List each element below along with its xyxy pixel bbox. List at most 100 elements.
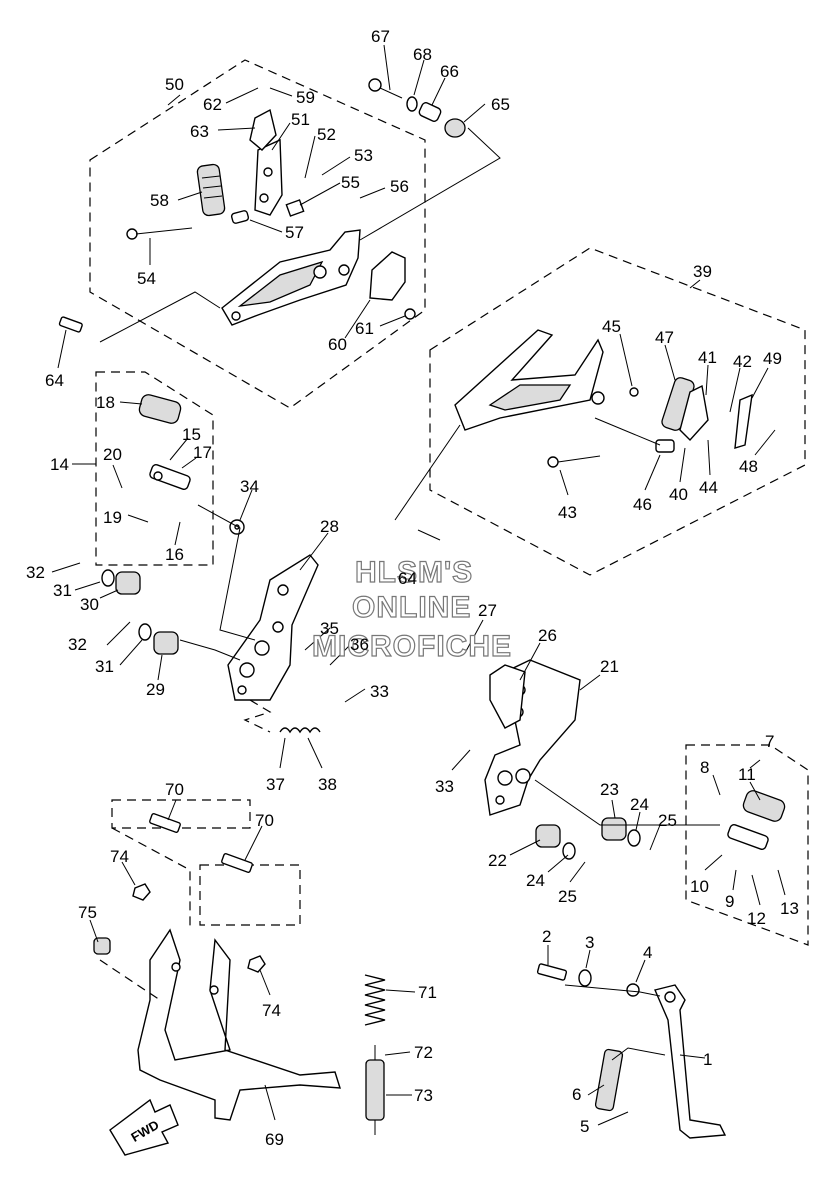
callout-13: 13 xyxy=(780,899,799,918)
callout-4: 4 xyxy=(643,943,652,962)
callout-60: 60 xyxy=(328,335,347,354)
callout-31a: 31 xyxy=(53,581,72,600)
callout-11: 11 xyxy=(738,765,756,784)
bolt-61 xyxy=(404,308,416,320)
footrest-arm-40 xyxy=(679,384,709,442)
washer-3 xyxy=(578,969,592,987)
callouts: 1 2 3 4 5 6 7 8 9 10 11 12 13 14 15 16 1… xyxy=(26,27,799,1149)
callout-50: 50 xyxy=(165,75,184,94)
callout-20: 20 xyxy=(103,445,122,464)
bolt-2 xyxy=(536,963,568,981)
nut-45 xyxy=(629,387,639,397)
callout-3: 3 xyxy=(585,933,594,952)
pin-57 xyxy=(230,210,250,224)
group-box-50 xyxy=(89,59,426,409)
damper-30 xyxy=(115,571,141,595)
collar-66 xyxy=(418,102,442,122)
callout-72: 72 xyxy=(414,1043,433,1062)
footrest-arm-51 xyxy=(254,138,283,216)
bolt-43 xyxy=(547,455,601,468)
callout-16: 16 xyxy=(165,545,184,564)
callout-57: 57 xyxy=(285,223,304,242)
callout-42: 42 xyxy=(733,352,752,371)
watermark-line-3: MICROFICHE xyxy=(312,630,512,663)
watermark-line-1: HLSM'S xyxy=(355,556,473,589)
footrest-rubber-11 xyxy=(742,790,786,822)
callout-27: 27 xyxy=(478,601,497,620)
footrest-peg-58 xyxy=(196,163,226,217)
callout-64b: 64 xyxy=(398,569,417,588)
spring-6 xyxy=(594,1048,624,1112)
callout-38: 38 xyxy=(318,775,337,794)
callout-59: 59 xyxy=(296,88,315,107)
bolt-70b xyxy=(221,853,253,873)
callout-70a: 70 xyxy=(165,780,184,799)
callout-65: 65 xyxy=(491,95,510,114)
collar-46 xyxy=(655,439,675,453)
spring-37-38 xyxy=(279,727,321,734)
bolt-67 xyxy=(368,78,403,99)
callout-33b: 33 xyxy=(435,777,454,796)
group-box-14 xyxy=(95,371,214,566)
bolt-54 xyxy=(126,227,193,240)
spring-73 xyxy=(365,1045,385,1135)
callout-53: 53 xyxy=(354,146,373,165)
washer-34 xyxy=(229,519,245,535)
callout-30: 30 xyxy=(80,595,99,614)
callout-21: 21 xyxy=(600,657,619,676)
nut-74b xyxy=(247,955,266,973)
callout-31b: 31 xyxy=(95,657,114,676)
washer-31b xyxy=(138,623,152,641)
footrest-front-right xyxy=(727,824,769,850)
callout-17: 17 xyxy=(193,443,212,462)
callout-8: 8 xyxy=(700,758,709,777)
callout-19: 19 xyxy=(103,508,122,527)
callout-28: 28 xyxy=(320,517,339,536)
callout-14: 14 xyxy=(50,455,69,474)
callout-63: 63 xyxy=(190,122,209,141)
damper-29 xyxy=(153,631,179,655)
group-box-7 xyxy=(685,744,809,946)
callout-73: 73 xyxy=(414,1086,433,1105)
rear-footrest-bracket-right xyxy=(454,329,605,431)
bumper-75 xyxy=(93,937,111,955)
callout-71: 71 xyxy=(418,983,437,1002)
plate-26 xyxy=(489,664,526,729)
callout-44: 44 xyxy=(699,478,718,497)
footrest-bracket-28 xyxy=(227,554,319,701)
watermark-line-2: ONLINE xyxy=(352,591,471,624)
callout-43: 43 xyxy=(558,503,577,522)
fwd-arrow-icon: FWD xyxy=(109,1098,179,1156)
callout-25b: 25 xyxy=(558,887,577,906)
callout-61: 61 xyxy=(355,319,374,338)
callout-39: 39 xyxy=(693,262,712,281)
rear-footrest-bracket-left xyxy=(221,229,361,326)
callout-70b: 70 xyxy=(255,811,274,830)
bolt-4 xyxy=(626,983,640,997)
group-box-70 xyxy=(111,799,301,930)
callout-2: 2 xyxy=(542,927,551,946)
sidestand-1 xyxy=(654,984,727,1139)
callout-18: 18 xyxy=(96,393,115,412)
watermark: HLSM'S ONLINE MICROFICHE xyxy=(311,555,512,663)
callout-40: 40 xyxy=(669,485,688,504)
bolt-64-top xyxy=(58,316,83,333)
damper-23 xyxy=(601,817,627,841)
callout-46: 46 xyxy=(633,495,652,514)
callout-23: 23 xyxy=(600,780,619,799)
callout-41: 41 xyxy=(698,348,717,367)
callout-29: 29 xyxy=(146,680,165,699)
nut-74a xyxy=(132,883,151,901)
callout-45: 45 xyxy=(602,317,621,336)
callout-6: 6 xyxy=(572,1085,581,1104)
callout-34: 34 xyxy=(240,477,259,496)
callout-37: 37 xyxy=(266,775,285,794)
center-stand-69 xyxy=(137,928,341,1121)
bracket-60 xyxy=(369,251,406,301)
callout-7: 7 xyxy=(765,732,774,751)
callout-52: 52 xyxy=(317,125,336,144)
callout-36: 36 xyxy=(350,635,369,654)
callout-47: 47 xyxy=(655,328,674,347)
callout-68: 68 xyxy=(413,45,432,64)
